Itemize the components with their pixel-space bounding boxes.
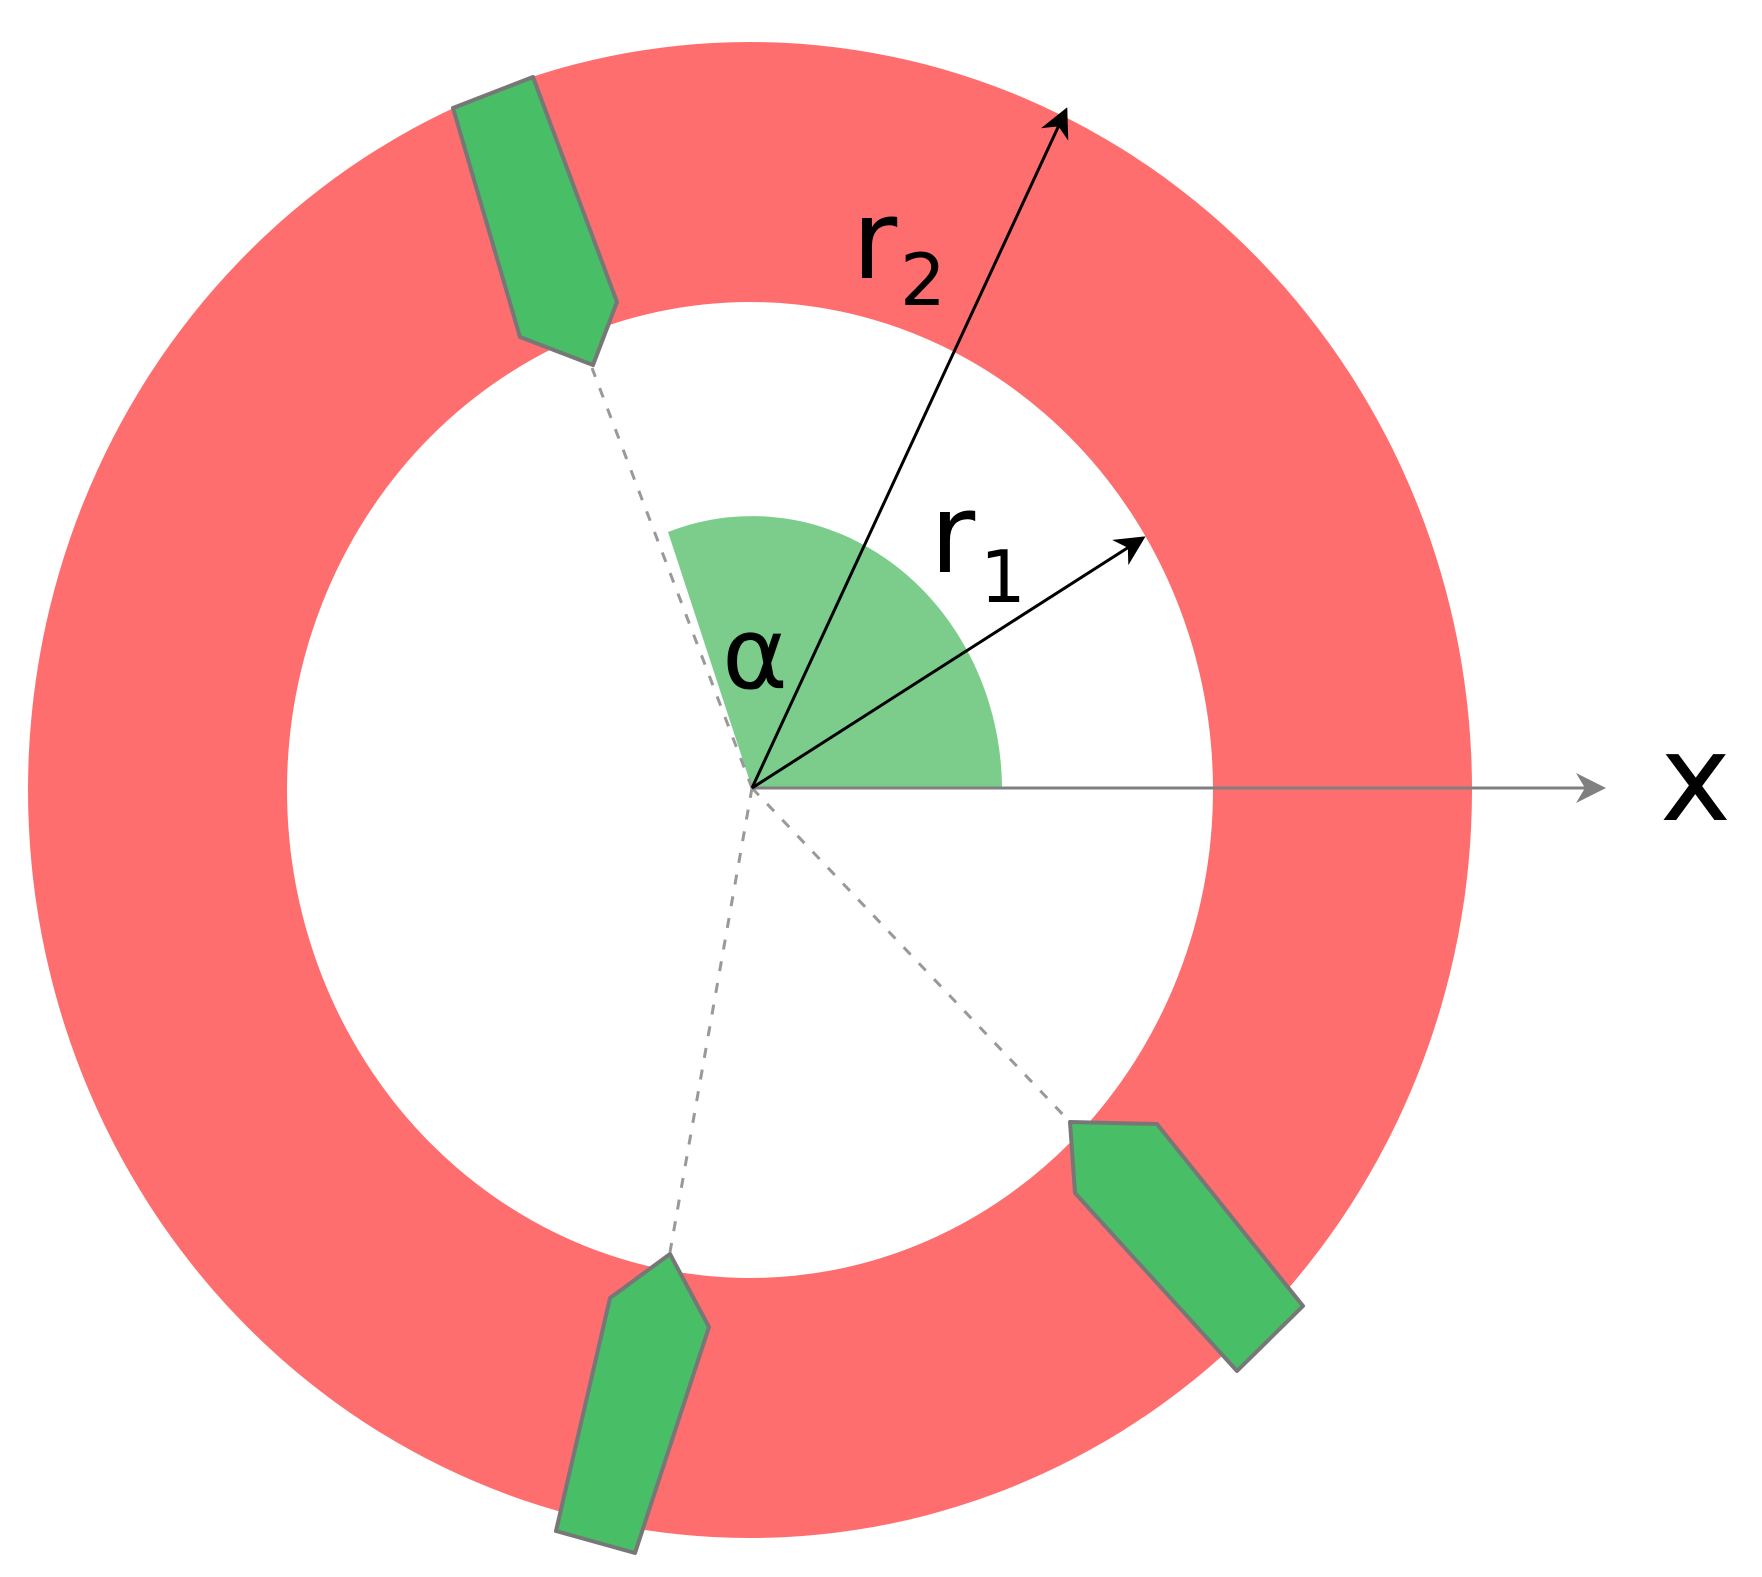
- marker-group: [451, 75, 1305, 1555]
- label-r2-main: r: [852, 176, 898, 304]
- label-r1-main: r: [930, 470, 976, 598]
- label-r2: r 2: [852, 176, 946, 322]
- marker-upper: [451, 75, 619, 367]
- label-r1: r 1: [930, 470, 1026, 619]
- marker-lower: [554, 1252, 711, 1555]
- label-r1-subscript: 1: [980, 535, 1026, 619]
- alpha-sector: [668, 516, 1002, 788]
- r1-arrow: [751, 536, 1146, 790]
- label-r2-subscript: 2: [900, 238, 946, 322]
- label-alpha: α: [722, 595, 788, 712]
- label-x-axis: x: [1660, 710, 1731, 849]
- r2-arrow: [750, 107, 1069, 789]
- inner-hole: [287, 302, 1213, 1278]
- guide-line-upper: [590, 367, 754, 789]
- marker-right: [1068, 1120, 1305, 1373]
- guide-lines: [590, 367, 1072, 1253]
